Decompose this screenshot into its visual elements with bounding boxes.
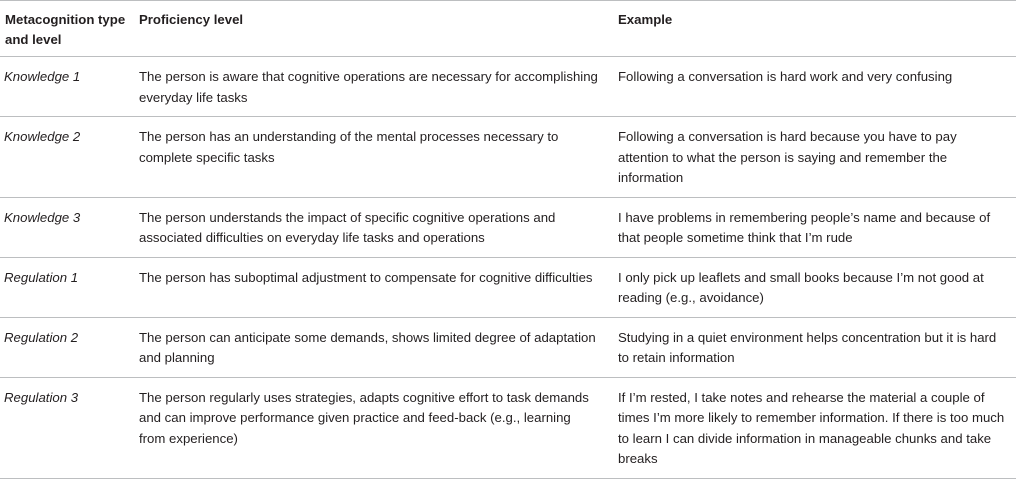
cell-proficiency: The person can anticipate some demands, … [139, 329, 596, 366]
cell-proficiency: The person regularly uses strategies, ad… [139, 389, 589, 446]
cell-example: Following a conversation is hard because… [618, 129, 957, 185]
cell-proficiency: The person has an understanding of the m… [139, 129, 559, 165]
cell-example: Studying in a quiet environment helps co… [618, 329, 997, 366]
header-proficiency-level: Proficiency level [139, 12, 244, 27]
cell-example: I have problems in remembering people’s … [618, 209, 991, 246]
table-row: Regulation 3 The person regularly uses s… [0, 377, 1016, 478]
cell-example: If I’m rested, I take notes and rehearse… [618, 389, 1005, 467]
cell-proficiency: The person has suboptimal adjustment to … [139, 269, 593, 285]
table-row: Knowledge 3 The person understands the i… [0, 197, 1016, 257]
cell-type: Regulation 2 [4, 329, 79, 345]
table-row: Knowledge 2 The person has an understand… [0, 117, 1016, 197]
cell-proficiency: The person is aware that cognitive opera… [139, 69, 598, 105]
cell-type: Knowledge 1 [4, 69, 81, 84]
table-row: Knowledge 1 The person is aware that cog… [0, 57, 1016, 117]
header-metacognition-type: Metacognition type and level [5, 12, 126, 47]
cell-type: Regulation 1 [4, 269, 79, 285]
header-example: Example [618, 12, 673, 27]
cell-type: Knowledge 3 [4, 209, 81, 225]
cell-example: I only pick up leaflets and small books … [618, 269, 984, 306]
table-row: Regulation 2 The person can anticipate s… [0, 317, 1016, 377]
header-row: Metacognition type and level Proficiency… [0, 0, 1016, 57]
cell-example: Following a conversation is hard work an… [618, 69, 953, 84]
cell-proficiency: The person understands the impact of spe… [139, 209, 556, 246]
cell-type: Knowledge 2 [4, 129, 81, 144]
table-header: Metacognition type and level Proficiency… [0, 0, 1016, 57]
cell-type: Regulation 3 [4, 389, 79, 405]
table-body: Knowledge 1 The person is aware that cog… [0, 57, 1016, 478]
table-row: Regulation 1 The person has suboptimal a… [0, 257, 1016, 317]
